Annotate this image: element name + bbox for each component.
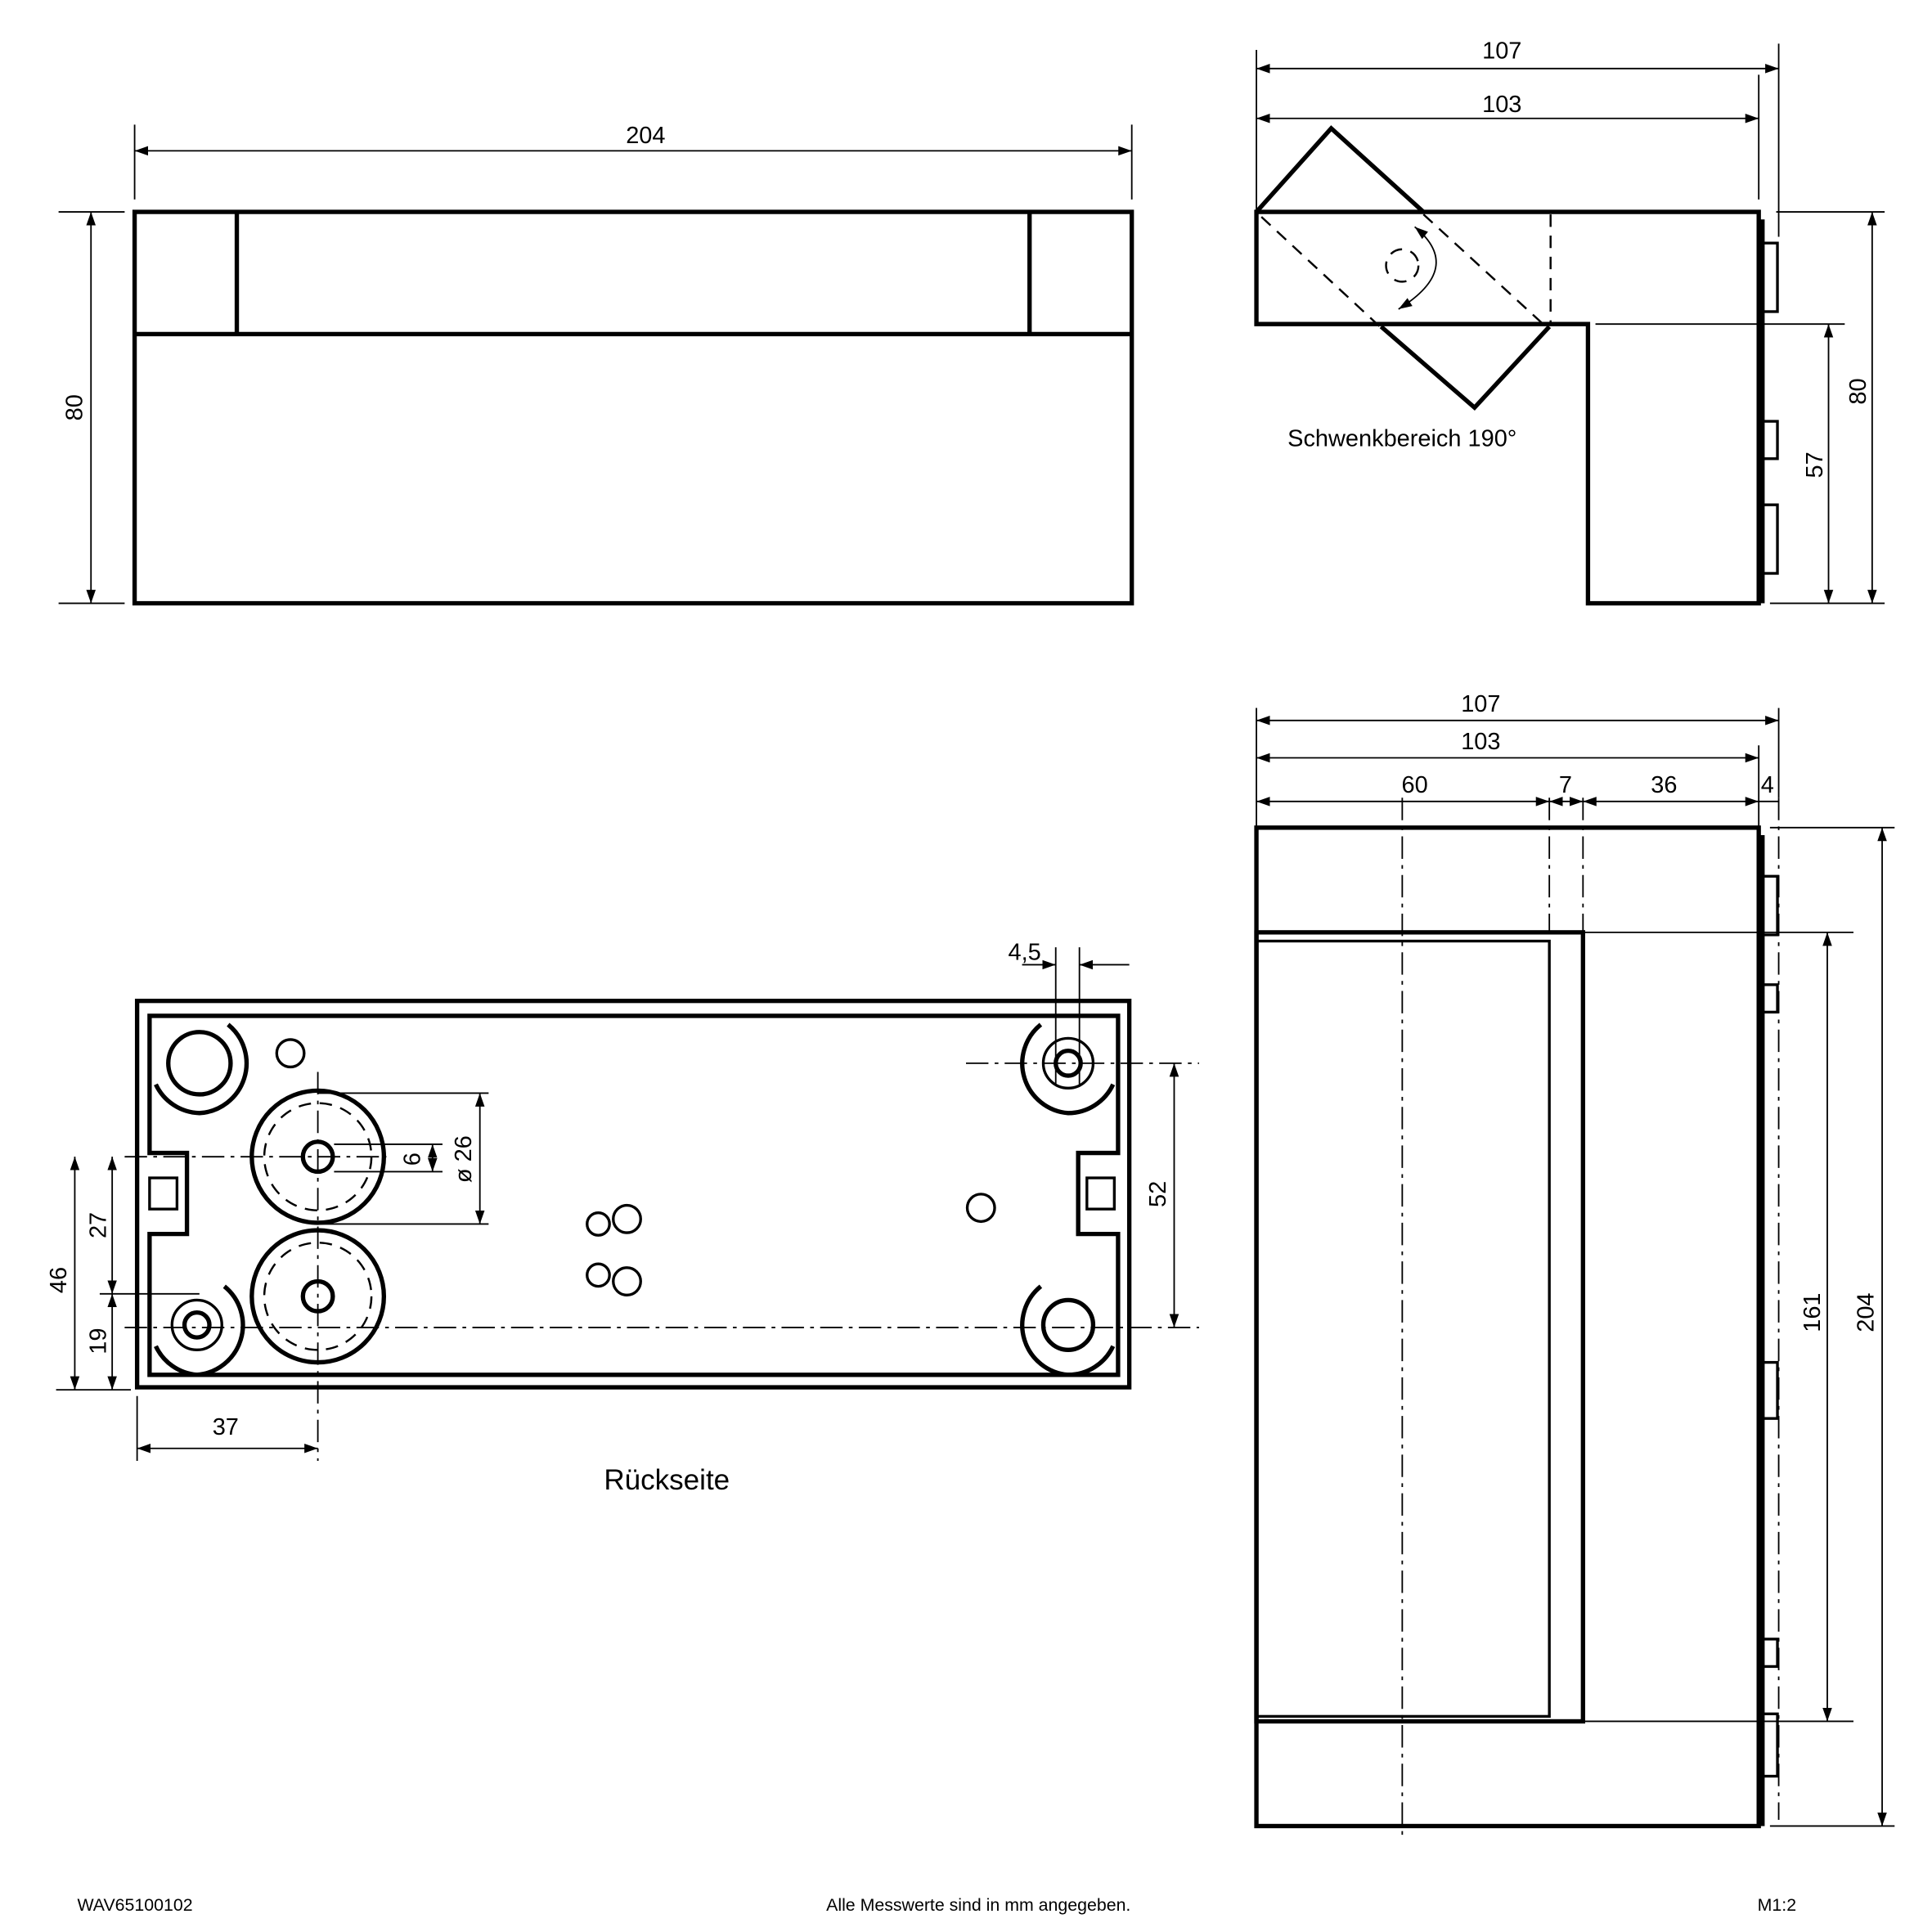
dim-inner: 103 [1461, 729, 1500, 755]
dim-width: 204 [626, 123, 665, 149]
dim-outer: 107 [1461, 691, 1500, 717]
dim-height: 80 [62, 394, 88, 420]
side-view: Schwenkbereich 190° 107 103 80 57 [1254, 38, 1885, 606]
dim-height: 80 [1845, 378, 1871, 404]
dim-lower: 57 [1802, 452, 1828, 478]
dim-bore: 6 [400, 1152, 426, 1166]
swing-label: Schwenkbereich 190° [1287, 426, 1516, 452]
dim-seg1: 60 [1401, 772, 1427, 798]
back-view: 4,5 52 ø 26 6 46 27 19 37 Rückseite [46, 939, 1199, 1496]
footer: WAV65100102 Alle Messwerte sind in mm an… [77, 1895, 1796, 1915]
dim-left-upper: 27 [86, 1212, 112, 1238]
doc-id: WAV65100102 [77, 1895, 192, 1915]
dim-left-total: 46 [46, 1267, 72, 1293]
dim-left-lower: 19 [86, 1328, 112, 1355]
dim-diameter: ø 26 [451, 1135, 477, 1183]
dim-seg2: 7 [1559, 772, 1572, 798]
front-view: 204 80 [58, 123, 1134, 606]
dim-height: 204 [1853, 1292, 1879, 1332]
dim-offset: 37 [213, 1414, 239, 1440]
dim-hole-spacing: 4,5 [1009, 939, 1041, 965]
dim-seg4: 4 [1761, 772, 1774, 798]
dim-seg3: 36 [1651, 772, 1677, 798]
dim-inner-height: 161 [1799, 1292, 1826, 1332]
dim-inner: 103 [1482, 92, 1521, 118]
dim-outer: 107 [1482, 38, 1521, 65]
dim-vertical-spacing: 52 [1145, 1181, 1171, 1207]
back-view-label: Rückseite [604, 1464, 730, 1496]
scale: M1:2 [1758, 1895, 1796, 1915]
side-view-2: 107 103 60 7 36 4 204 161 [1254, 691, 1895, 1839]
units-note: Alle Messwerte sind in mm angegeben. [826, 1895, 1130, 1915]
